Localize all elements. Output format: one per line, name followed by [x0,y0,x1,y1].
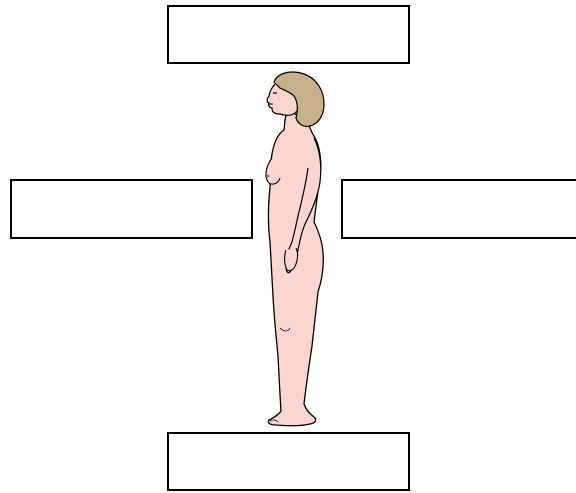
label-box-left[interactable] [10,179,253,239]
human-figure-side-view-icon [240,66,350,432]
label-box-right[interactable] [341,179,576,239]
label-box-bottom[interactable] [167,432,410,491]
label-box-top[interactable] [167,5,410,64]
figure-nipple [266,174,269,177]
